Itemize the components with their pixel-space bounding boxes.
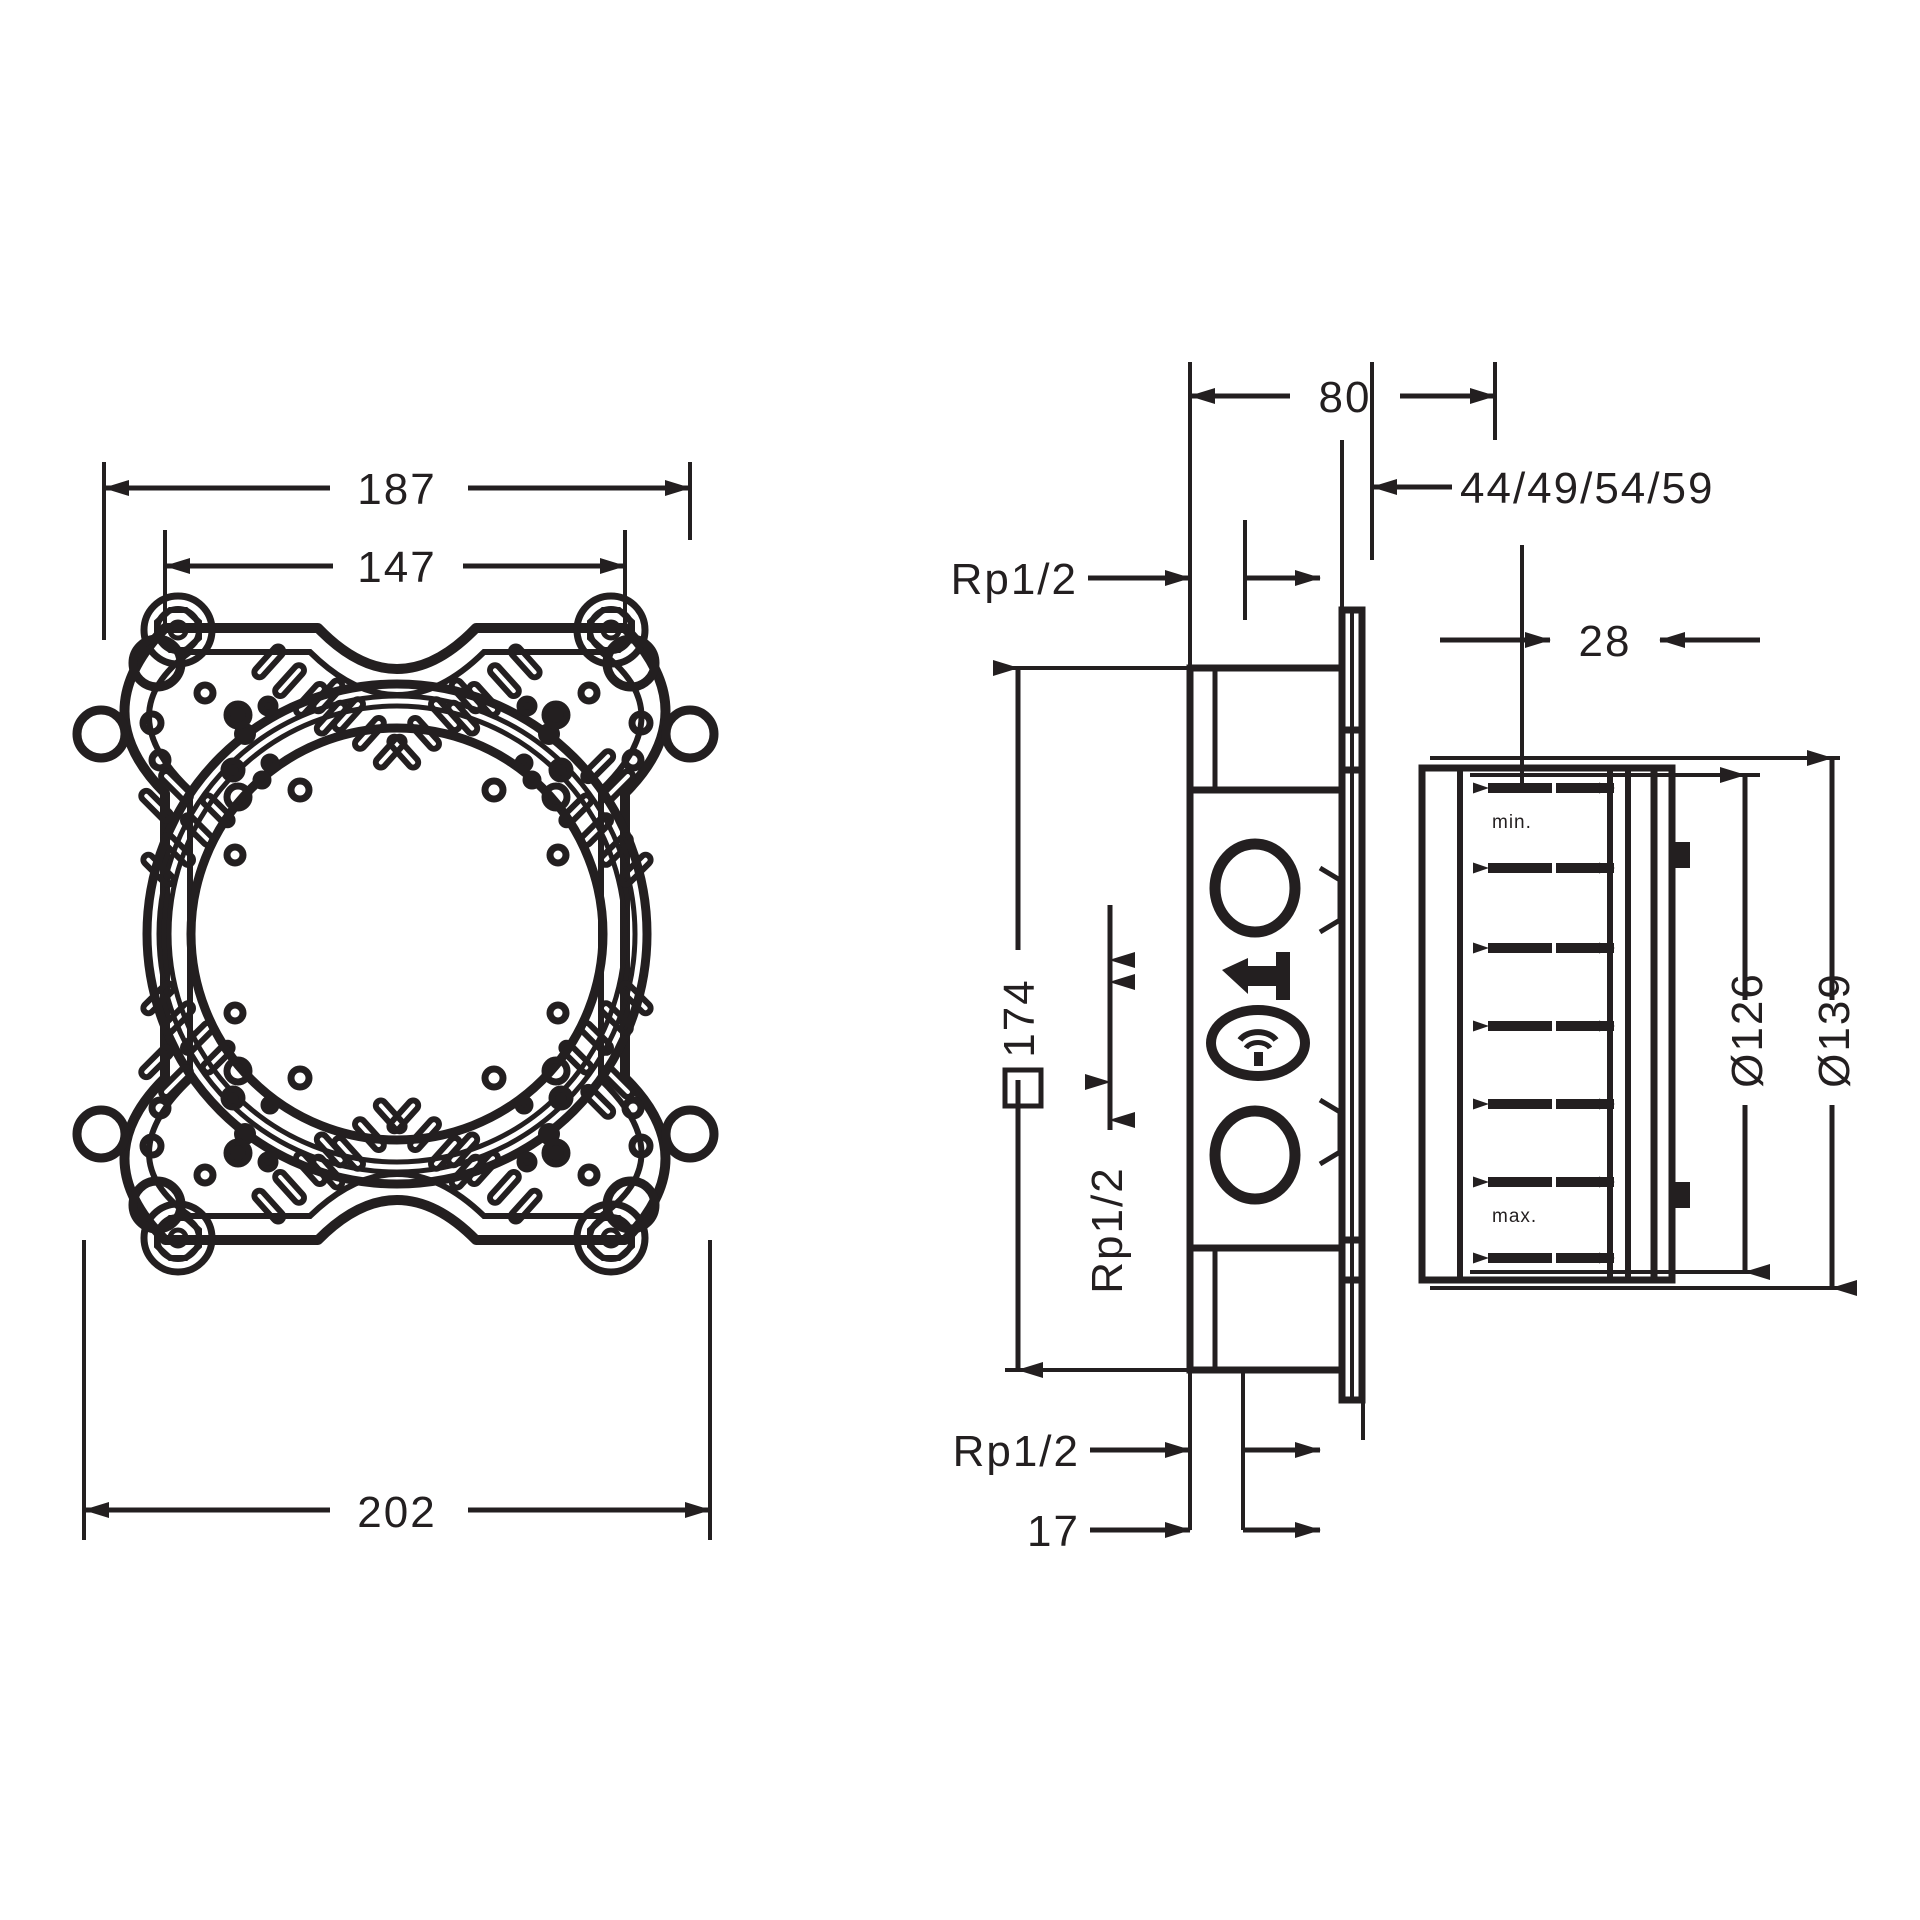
dimension-label-187: 187 [357, 465, 436, 514]
dimension-label-44: 44/49/54/59 [1460, 464, 1714, 513]
dimension-174: 174 [993, 660, 1190, 1378]
dimension-187: 187 [102, 462, 692, 640]
dimension-44-49-54-59: 44/49/54/59 [1370, 440, 1714, 560]
brand-emblem [1206, 1005, 1310, 1081]
central-opening [142, 679, 652, 1189]
dimension-label-diameter-139: Ø139 [1810, 972, 1859, 1088]
thread-callout-rp-top: Rp1/2 [951, 520, 1321, 620]
dimension-label-80: 80 [1319, 373, 1372, 422]
diameter-witness-lines [1430, 756, 1840, 1290]
thread-callout-rp-bottom: Rp1/2 [953, 1427, 1321, 1476]
thread-label-rp-top: Rp1/2 [951, 555, 1078, 604]
projection-lines [1188, 362, 1524, 1530]
flow-arrow-marker [1222, 952, 1290, 1000]
travel-label-max: max. [1492, 1206, 1537, 1227]
side-section-view: 80 44/49/54/59 Rp1/2 28 [951, 362, 1859, 1556]
plate-detail-holes [139, 681, 654, 1187]
dimension-label-diameter-126: Ø126 [1723, 972, 1772, 1088]
mounting-plate-outline [119, 623, 671, 1245]
dimension-80: 80 [1188, 362, 1497, 480]
dimension-label-202: 202 [357, 1488, 436, 1537]
dimension-202: 202 [82, 1240, 712, 1540]
thread-callout-rp-middle: Rp1/2 [1083, 918, 1135, 1294]
travel-arrow-rows: min. max. [1473, 782, 1615, 1264]
cover-flange [1338, 606, 1366, 1404]
extension-sleeve [1418, 764, 1690, 1284]
dimension-label-28: 28 [1579, 617, 1632, 666]
square-symbol-icon [1002, 1067, 1044, 1109]
flange-hinge-details [1318, 865, 1343, 1167]
front-view: 187 147 [72, 462, 719, 1540]
corner-screw-holes [72, 634, 719, 1234]
dimension-147: 147 [163, 530, 627, 628]
dimension-label-174: 174 [995, 978, 1044, 1057]
dimension-label-17: 17 [1027, 1507, 1080, 1556]
inlet-ports [1209, 838, 1301, 1205]
dimension-diameter-139: Ø139 [1807, 750, 1859, 1296]
thread-label-rp-middle: Rp1/2 [1083, 1166, 1132, 1293]
dimension-label-147: 147 [357, 543, 436, 592]
dimension-diameter-126: Ø126 [1720, 767, 1772, 1280]
dimension-17: 17 [1027, 1507, 1321, 1556]
thread-label-rp-bottom: Rp1/2 [953, 1427, 1080, 1476]
dimension-28: 28 [1440, 617, 1760, 666]
travel-label-min: min. [1492, 812, 1532, 833]
